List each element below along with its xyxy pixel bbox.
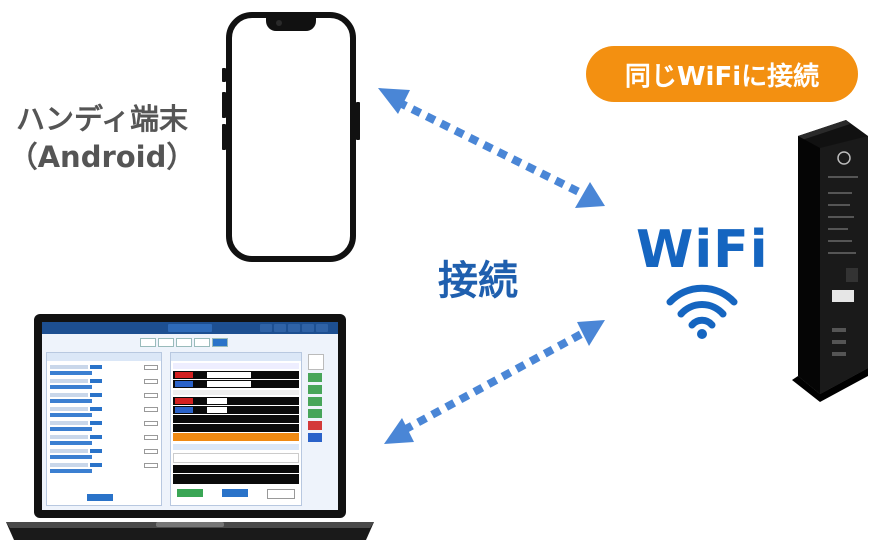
side-button xyxy=(308,397,322,406)
app-header-button xyxy=(316,324,328,332)
phone-side-button xyxy=(356,102,360,140)
side-button xyxy=(308,373,322,382)
phone-camera xyxy=(276,20,282,26)
checkout-total-row xyxy=(173,433,299,441)
app-header-bar xyxy=(42,322,338,334)
phone-notch xyxy=(266,17,316,31)
checkout-row xyxy=(173,474,299,484)
checkout-header xyxy=(171,353,301,361)
app-checkout-panel xyxy=(170,352,302,506)
list-item-subtitle xyxy=(50,385,92,389)
side-button xyxy=(308,433,322,442)
list-item-subtitle xyxy=(50,413,92,417)
app-nav-tab xyxy=(212,338,228,347)
list-item xyxy=(50,434,158,440)
checkout-row xyxy=(173,444,299,450)
list-item-subtitle xyxy=(50,441,92,445)
laptop-screen xyxy=(42,322,338,510)
list-item-subtitle xyxy=(50,427,92,431)
app-nav-tab xyxy=(194,338,210,347)
checkout-row xyxy=(173,406,299,414)
list-item xyxy=(50,378,158,384)
list-item-subtitle xyxy=(50,371,92,375)
wifi-signal-icon xyxy=(666,284,738,339)
app-header-button xyxy=(274,324,286,332)
checkout-button xyxy=(177,489,203,497)
list-item xyxy=(50,420,158,426)
app-side-buttons xyxy=(308,354,324,445)
list-item-subtitle xyxy=(50,399,92,403)
app-header-button xyxy=(260,324,272,332)
same-wifi-badge: 同じWiFiに接続 xyxy=(586,46,858,102)
app-nav-tab xyxy=(158,338,174,347)
side-button xyxy=(308,354,324,370)
app-nav-tab xyxy=(140,338,156,347)
checkout-button xyxy=(222,489,248,497)
list-item xyxy=(50,364,158,370)
list-item xyxy=(50,462,158,468)
side-button xyxy=(308,409,322,418)
arrow-laptop-router xyxy=(384,320,605,444)
phone-side-button xyxy=(222,124,226,150)
checkout-row xyxy=(173,371,299,379)
handy-terminal-label-line1: ハンディ端末 xyxy=(16,102,188,136)
checkout-row xyxy=(173,390,299,395)
checkout-row xyxy=(173,415,299,423)
checkout-row xyxy=(173,397,299,405)
handy-terminal-label-line2: （Android） xyxy=(8,140,196,174)
checkout-button xyxy=(267,489,295,499)
list-item xyxy=(50,392,158,398)
phone-side-button xyxy=(222,92,226,118)
checkout-row xyxy=(173,465,299,473)
app-header-button xyxy=(302,324,314,332)
checkout-row xyxy=(173,424,299,432)
order-list-header xyxy=(47,353,161,361)
app-nav-tabs xyxy=(140,338,228,347)
arrow-phone-router xyxy=(378,88,605,208)
list-item xyxy=(50,406,158,412)
checkout-row xyxy=(173,363,299,369)
app-title-box xyxy=(168,324,212,332)
phone-side-button xyxy=(222,68,226,82)
side-button xyxy=(308,421,322,430)
checkout-row xyxy=(173,380,299,388)
list-item xyxy=(50,448,158,454)
connection-label: 接続 xyxy=(438,258,518,304)
app-nav-tab xyxy=(176,338,192,347)
wifi-label: WiFi xyxy=(636,220,769,280)
order-list-footer-button xyxy=(87,494,113,501)
app-header-button xyxy=(288,324,300,332)
checkout-row xyxy=(173,453,299,463)
side-button xyxy=(308,385,322,394)
app-order-list-panel xyxy=(46,352,162,506)
list-item-subtitle xyxy=(50,469,92,473)
router-icon xyxy=(792,120,868,402)
list-item-subtitle xyxy=(50,455,92,459)
smartphone-icon xyxy=(222,12,360,262)
checkout-buttons xyxy=(177,489,295,499)
handy-terminal-label: ハンディ端末 （Android） xyxy=(2,100,202,176)
